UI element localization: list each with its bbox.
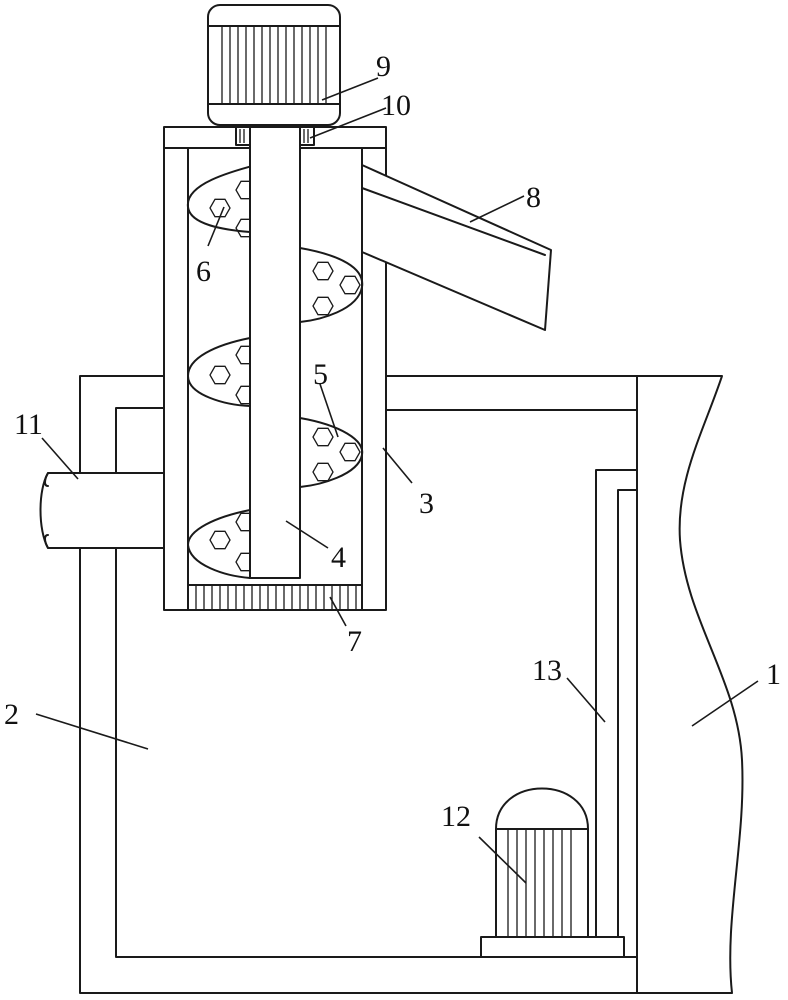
hex-nodule [312,462,334,482]
label-4: 4 [331,541,346,574]
hex-nodule [209,530,231,550]
hex-nodule [312,296,334,316]
hex-nodule [312,427,334,447]
label-7: 7 [347,625,362,658]
break-line [636,375,744,994]
label-10: 10 [381,89,411,122]
label-3: 3 [419,487,434,520]
label-2: 2 [4,698,19,731]
label-8: 8 [526,181,541,214]
motor-9 [207,4,341,126]
hex-nodule [209,198,231,218]
label-11: 11 [14,408,43,441]
shaft-4 [249,126,301,579]
filter-screen-7 [187,584,363,611]
label-9: 9 [376,50,391,83]
hex-nodule [339,442,361,462]
hex-nodule [312,261,334,281]
outlet-pipe-11 [39,472,189,549]
label-1: 1 [766,658,781,691]
inlet-chute-8 [361,164,552,331]
leader-lines [35,77,759,884]
label-6: 6 [196,255,211,288]
tank-body [79,375,638,994]
label-12: 12 [441,800,471,833]
pump-12 [480,787,625,958]
vertical-pipe-13 [595,469,638,938]
hex-nodule [339,275,361,295]
label-5: 5 [313,358,328,391]
bearings-10 [235,126,315,146]
part-labels: 1 2 3 4 5 6 7 8 9 10 11 12 13 [4,50,781,833]
hex-nodule [209,365,231,385]
label-13: 13 [532,654,562,687]
